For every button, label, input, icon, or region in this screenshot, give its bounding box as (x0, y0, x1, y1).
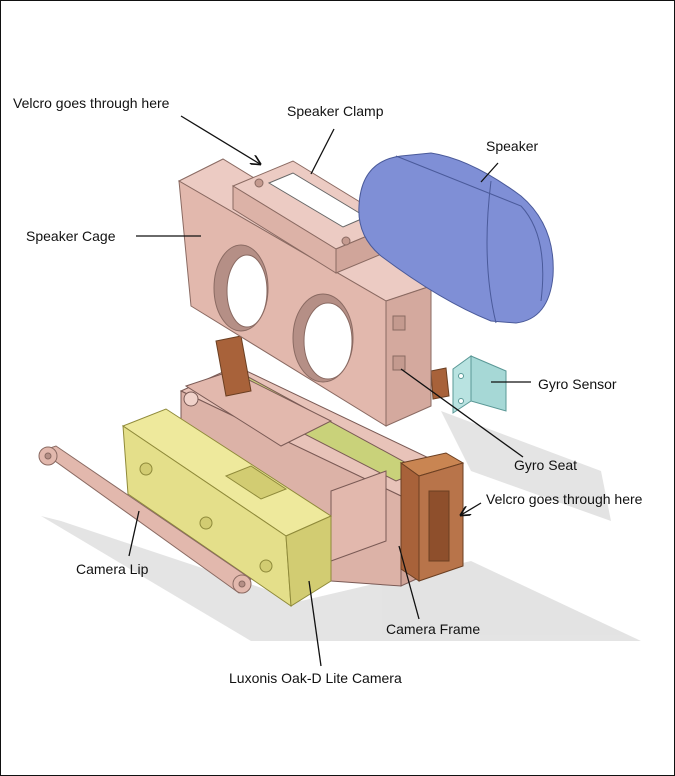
camera (121, 408, 333, 608)
camera-lip (38, 445, 252, 594)
label-speaker: Speaker (486, 138, 539, 154)
shadows (41, 411, 641, 641)
speaker-clamp (231, 160, 398, 274)
label-gyro-seat: Gyro Seat (514, 457, 578, 473)
label-velcro-top: Velcro goes through here (13, 95, 170, 111)
gyro-seat (215, 335, 450, 400)
label-camera: Luxonis Oak-D Lite Camera (229, 670, 402, 686)
leader-lines (128, 115, 531, 667)
label-velcro-right: Velcro goes through here (486, 491, 643, 507)
label-speaker-cage: Speaker Cage (26, 228, 116, 244)
label-camera-frame: Camera Frame (386, 621, 481, 637)
label-camera-lip: Camera Lip (76, 561, 149, 577)
velcro-bracket (399, 452, 465, 582)
gyro-sensor (452, 355, 507, 414)
label-gyro-sensor: Gyro Sensor (538, 376, 617, 392)
speaker (358, 152, 554, 324)
label-speaker-clamp: Speaker Clamp (287, 103, 384, 119)
